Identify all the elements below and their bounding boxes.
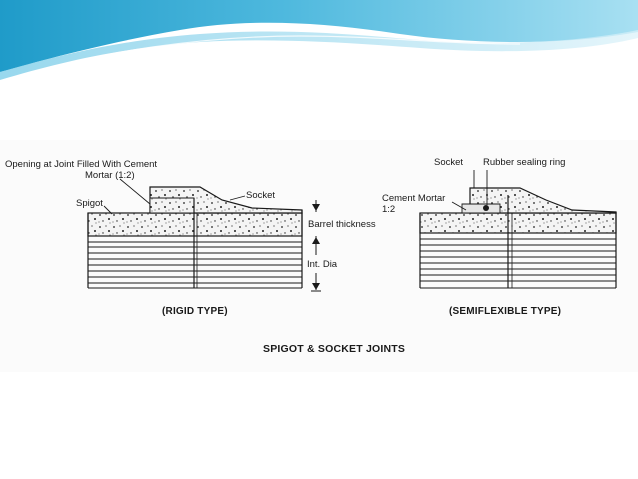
joint-drawings (87, 170, 617, 292)
int-dia-label: Int. Dia (307, 259, 338, 270)
rigid-type-caption: (RIGID TYPE) (162, 306, 228, 317)
barrel-thickness-label: Barrel thickness (308, 219, 376, 230)
spigot-label: Spigot (76, 198, 103, 209)
mortar-ratio-label: Mortar (1:2) (85, 170, 135, 181)
spigot-socket-figure: Opening at Joint Filled With Cement Mort… (0, 140, 638, 372)
cement-mortar-ratio-label: 1:2 (382, 204, 396, 215)
semiflex-socket-label: Socket (434, 157, 464, 168)
semiflexible-joint-drawing (419, 170, 617, 289)
cement-mortar-label: Cement Mortar (382, 193, 446, 204)
header-wave-decoration (0, 0, 638, 80)
rigid-socket-label: Socket (246, 190, 276, 201)
figure-title: SPIGOT & SOCKET JOINTS (263, 343, 406, 355)
rigid-joint-drawing (87, 178, 321, 292)
opening-joint-label: Opening at Joint Filled With Cement (5, 159, 158, 170)
rubber-ring-label: Rubber sealing ring (483, 157, 566, 168)
semiflexible-type-caption: (SEMIFLEXIBLE TYPE) (449, 306, 562, 317)
